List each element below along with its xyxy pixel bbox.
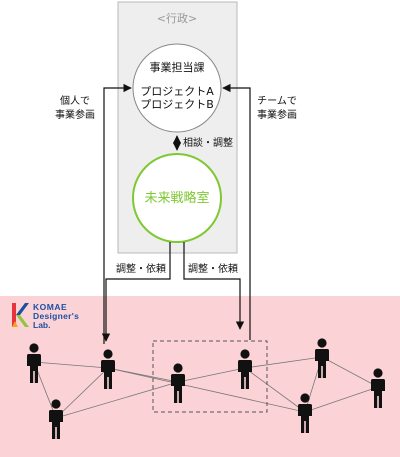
left-side-label-line1: 個人で bbox=[60, 94, 90, 107]
project-a-label: プロジェクトA bbox=[140, 85, 214, 98]
government-label: <行政> bbox=[157, 11, 197, 25]
logo-line-1: KOMAE bbox=[33, 302, 67, 312]
logo-line-3: Lab. bbox=[33, 320, 50, 330]
mirai-strategy-label: 未来戦略室 bbox=[144, 190, 209, 206]
adjust-left-arrow bbox=[101, 242, 171, 342]
logo-line-2: Designer's bbox=[33, 311, 79, 321]
left-side-label-line2: 事業参画 bbox=[55, 108, 95, 121]
adjust-right-label: 調整・依頼 bbox=[188, 262, 238, 275]
community-area bbox=[0, 296, 400, 457]
project-b-label: プロジェクトB bbox=[140, 98, 214, 111]
komae-designers-lab-logo: KOMAE Designer's Lab. bbox=[12, 302, 79, 330]
mirai-strategy-circle bbox=[132, 153, 222, 243]
right-side-label-line1: チームで bbox=[257, 95, 297, 107]
department-circle bbox=[132, 43, 222, 133]
consult-label: 相談・調整 bbox=[183, 136, 233, 149]
right-participation-arrow bbox=[222, 83, 251, 340]
right-side-label-line2: 事業参画 bbox=[257, 108, 297, 121]
adjust-right-arrow bbox=[183, 242, 245, 330]
left-participation-arrow bbox=[103, 83, 132, 344]
team-dashed-box bbox=[152, 340, 268, 413]
adjust-left-label: 調整・依頼 bbox=[116, 262, 166, 275]
department-title: 事業担当課 bbox=[150, 60, 205, 74]
